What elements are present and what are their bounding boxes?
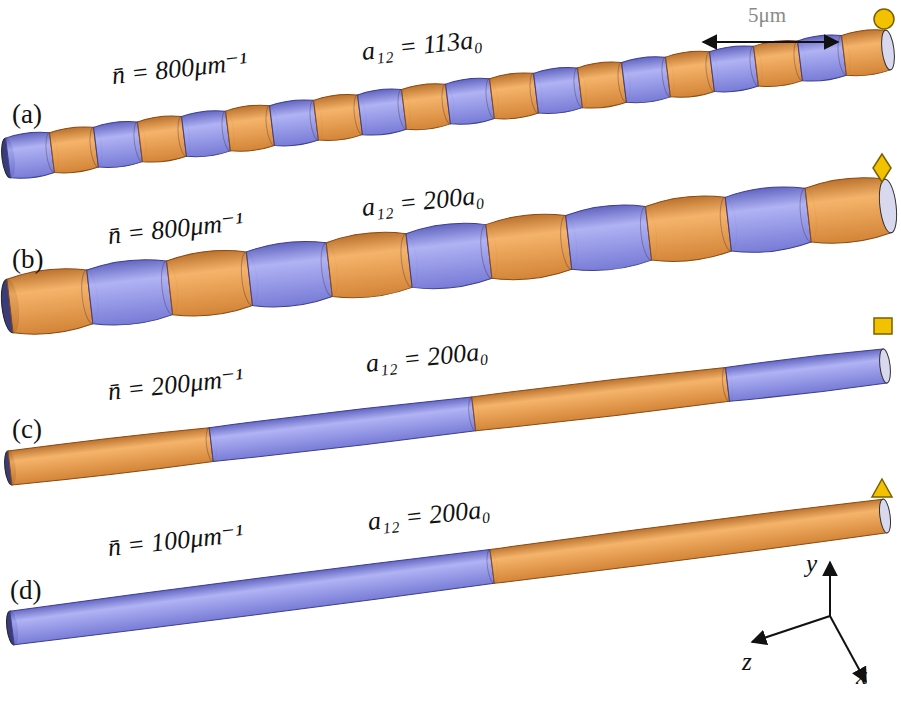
orange-domain (577, 60, 626, 110)
scale-bar (703, 41, 838, 43)
condensate-tube (0, 173, 900, 338)
scattering-length: a₁₂ = 200a₀ (365, 337, 490, 378)
triangle-marker (872, 479, 892, 497)
blue-domain (797, 33, 846, 83)
tube-end (878, 498, 892, 533)
circle-marker (874, 9, 894, 29)
domain-wall (878, 499, 892, 534)
axis-label: x (856, 662, 867, 690)
panel-label: (a) (12, 100, 42, 130)
orange-domain (313, 93, 362, 143)
axis-label: z (742, 648, 752, 676)
orange-domain (489, 71, 538, 121)
tube-end (877, 178, 899, 233)
orange-domain (6, 265, 93, 337)
blue-domain (725, 183, 812, 255)
orange-domain (485, 211, 572, 283)
blue-domain (93, 120, 142, 170)
blue-domain (86, 256, 173, 328)
scattering-length: a₁₂ = 113a₀ (361, 25, 484, 66)
blue-domain (357, 87, 406, 137)
density-label: n̄ = 800μm⁻¹ (107, 208, 245, 251)
blue-domain (405, 220, 492, 292)
blue-domain (709, 44, 758, 94)
blue-domain (269, 98, 318, 148)
tube-end (880, 29, 897, 70)
orange-domain (805, 174, 892, 246)
orange-domain (137, 114, 186, 164)
scale-label: 5μm (748, 4, 786, 27)
orange-domain (401, 82, 450, 132)
orange-domain (645, 193, 732, 265)
scattering-length: a₁₂ = 200a₀ (361, 181, 486, 222)
diamond-marker (873, 154, 891, 182)
orange-domain (326, 229, 413, 301)
orange-domain (225, 103, 274, 153)
y-axis (829, 562, 831, 616)
blue-domain (209, 396, 476, 462)
tube-end (878, 349, 892, 384)
orange-domain (472, 366, 730, 431)
orange-domain (49, 125, 98, 175)
density-label: n̄ = 200μm⁻¹ (107, 364, 245, 407)
blue-domain (246, 238, 333, 310)
square-marker (874, 318, 892, 334)
density-label: n̄ = 800μm⁻¹ (111, 48, 249, 91)
density-label: n̄ = 100μm⁻¹ (107, 520, 245, 563)
orange-domain (490, 498, 887, 584)
blue-domain (445, 76, 494, 126)
blue-domain (10, 549, 495, 646)
blue-domain (565, 202, 652, 274)
scattering-length: a₁₂ = 200a₀ (367, 495, 492, 536)
orange-domain (665, 49, 714, 99)
blue-domain (5, 130, 54, 180)
panel-label: (c) (12, 415, 42, 445)
orange-domain (753, 39, 802, 89)
blue-domain (181, 109, 230, 159)
domain-wall (878, 349, 891, 384)
panel-label: (d) (10, 576, 41, 606)
blue-domain (621, 55, 670, 105)
z-axis (752, 616, 830, 642)
panel-label: (b) (12, 245, 43, 275)
blue-domain (725, 348, 887, 402)
blue-domain (533, 66, 582, 116)
orange-domain (166, 247, 253, 319)
axis-label: y (806, 550, 817, 578)
domain-wall (877, 178, 898, 233)
domain-wall (880, 29, 896, 70)
